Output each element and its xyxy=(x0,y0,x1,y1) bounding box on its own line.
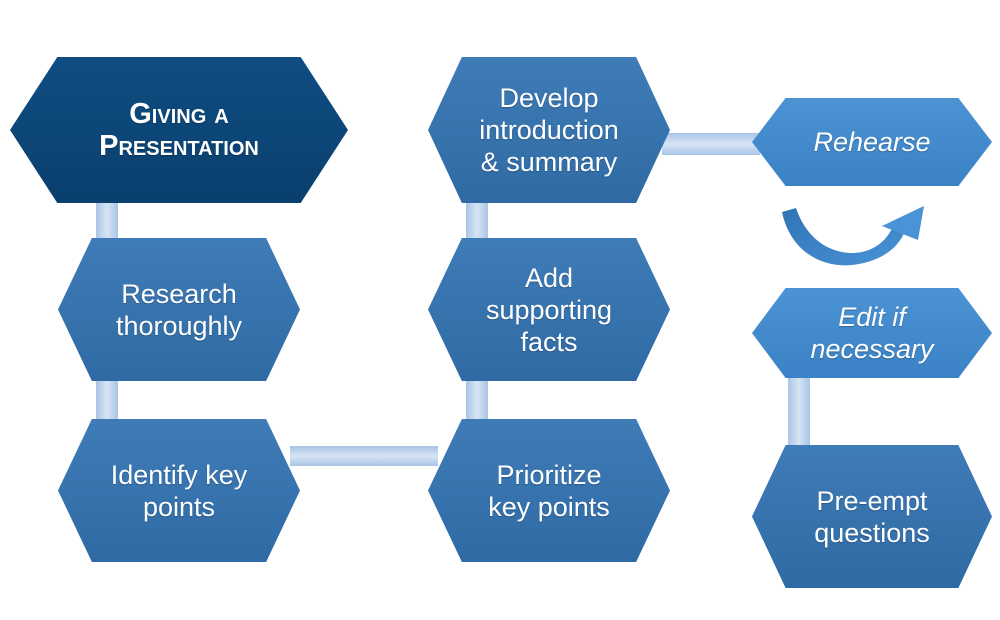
node-add-supporting-facts: Add supporting facts xyxy=(428,238,670,381)
node-research-label: Research thoroughly xyxy=(115,278,243,341)
node-identify-key-points: Identify key points xyxy=(58,419,300,562)
connector-develop-rehearse xyxy=(662,133,760,155)
connector-add-develop xyxy=(466,196,488,246)
node-develop-label: Develop introduction & summary xyxy=(479,83,619,177)
node-preempt-label: Pre-empt questions xyxy=(814,485,930,548)
node-giving-a-presentation: Giving a Presentation xyxy=(10,57,348,203)
node-rehearse: Rehearse xyxy=(752,98,992,186)
node-edit-if-necessary: Edit if necessary xyxy=(752,288,992,378)
connector-title-research xyxy=(96,196,118,246)
connector-research-identify xyxy=(96,376,118,426)
connector-edit-preempt xyxy=(788,372,810,452)
node-prioritize-label: Prioritize key points xyxy=(488,459,610,522)
node-title-label: Giving a Presentation xyxy=(99,98,259,162)
curved-arrow-icon xyxy=(782,206,924,266)
connector-prioritize-add xyxy=(466,376,488,426)
node-rehearse-label: Rehearse xyxy=(813,127,931,157)
node-research-thoroughly: Research thoroughly xyxy=(58,238,300,381)
node-pre-empt-questions: Pre-empt questions xyxy=(752,445,992,588)
node-edit-label: Edit if necessary xyxy=(810,302,934,364)
node-develop-introduction-summary: Develop introduction & summary xyxy=(428,57,670,203)
node-identify-label: Identify key points xyxy=(110,459,248,522)
node-prioritize-key-points: Prioritize key points xyxy=(428,419,670,562)
node-add-facts-label: Add supporting facts xyxy=(485,262,613,357)
connector-identify-prioritize xyxy=(290,446,438,466)
